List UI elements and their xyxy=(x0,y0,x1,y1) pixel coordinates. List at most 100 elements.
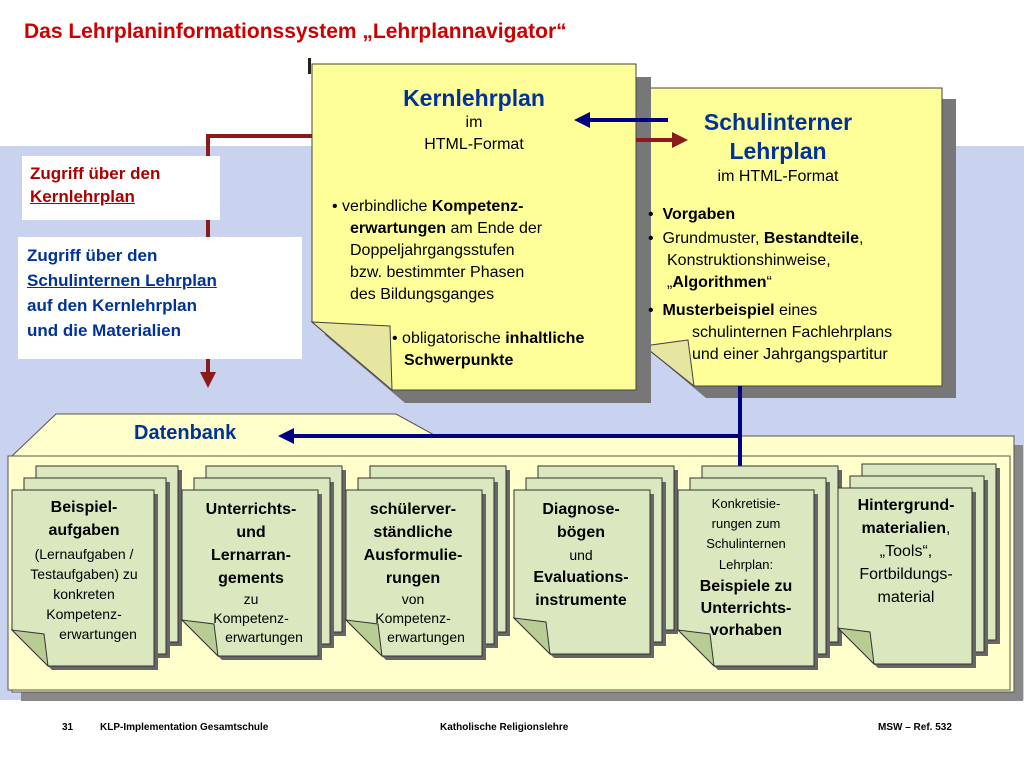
sb2-qopen: „ xyxy=(667,274,673,291)
sb3-line3: und einer Jahrgangspartitur xyxy=(692,346,888,363)
stack6-l2: materialien xyxy=(861,520,947,537)
footer-page-number: 31 xyxy=(62,722,74,733)
kb1-bold1: Kompetenz- xyxy=(431,198,524,215)
stack5-l1: Konkretisie- xyxy=(711,496,781,511)
stack-diagnose-text: Diagnose- bögen und Evaluations- instrum… xyxy=(516,498,646,612)
stack4-l1: Diagnose- xyxy=(542,501,620,518)
stack1-l3: (Lernaufgaben / xyxy=(34,546,134,562)
sb2-bold: Bestandteile xyxy=(763,230,860,247)
stack-unterricht-page xyxy=(181,489,319,657)
stack-unterricht-text: Unterrichts- und Lernarran- gements zu K… xyxy=(184,498,318,647)
kernlehrplan-header: Kernlehrplan im HTML-Format xyxy=(312,84,636,156)
stack5-l4: Lehrplan: xyxy=(718,557,774,572)
stack3-l1: schülerver- xyxy=(369,501,457,518)
kernlehrplan-note xyxy=(308,58,651,403)
schulintern-note xyxy=(642,87,956,398)
access-schulintern-box: Zugriff über den Schulinternen Lehrplan … xyxy=(18,237,302,359)
stack5-l6: Unterrichts- xyxy=(700,600,792,617)
sb1-bold: Vorgaben xyxy=(662,206,736,223)
kb1-line5: des Bildungsganges xyxy=(350,286,495,303)
stack1-l5: konkreten xyxy=(53,586,115,602)
stack-diagnose xyxy=(512,465,678,658)
stack-beispielaufgaben xyxy=(10,465,182,670)
stack5-l7: vorhaben xyxy=(709,622,782,639)
stack2-l4: gements xyxy=(218,570,284,587)
stack5-l2: rungen zum xyxy=(711,516,781,531)
access-kernlehrplan-line1: Zugriff über den xyxy=(30,164,161,183)
page-title: Das Lehrplaninformationssystem „Lehrplan… xyxy=(24,20,567,43)
schulintern-bullets: • Vorgaben • Grundmuster, Bestandteile, … xyxy=(648,204,944,366)
stack2-l2: und xyxy=(236,524,266,541)
kernlehrplan-sub2: HTML-Format xyxy=(424,136,524,153)
footer-left: KLP-Implementation Gesamtschule xyxy=(100,722,269,733)
stack4-l2: bögen xyxy=(557,524,605,541)
kb1-line4: bzw. bestimmter Phasen xyxy=(350,264,525,281)
footer: 31 KLP-Implementation Gesamtschule Katho… xyxy=(0,722,1024,742)
stack2-l5: zu xyxy=(243,591,259,607)
access-schulintern-line1: Zugriff über den xyxy=(27,246,158,265)
stack3-l4: rungen xyxy=(385,570,441,587)
datenbank-label: Datenbank xyxy=(134,422,237,444)
stack3-l7: erwartungen xyxy=(387,629,465,645)
stack1-l1: Beispiel- xyxy=(50,499,118,516)
stack-konkretisierungen-page xyxy=(677,489,815,667)
stack2-l1: Unterrichts- xyxy=(205,501,297,518)
access-kernlehrplan-box: Zugriff über den Kernlehrplan xyxy=(22,156,220,220)
access-schulintern-line4: und die Materialien xyxy=(27,321,181,340)
kernlehrplan-bullet1: • verbindliche Kompetenz- erwartungen am… xyxy=(332,196,632,306)
stack-schuelerverst-page xyxy=(345,489,483,657)
stack2-l7: erwartungen xyxy=(225,629,303,645)
stack5-l3: Schulinternen xyxy=(706,536,786,551)
stack-diagnose-page xyxy=(513,489,651,655)
sb3-bold: Musterbeispiel xyxy=(662,302,775,319)
sb3-line2: schulinternen Fachlehrplans xyxy=(692,324,893,341)
stack6-l5: material xyxy=(877,589,935,606)
schulintern-sub: im HTML-Format xyxy=(717,168,839,185)
kb2-plain: obligatorische xyxy=(402,330,506,347)
stack4-l3: und xyxy=(569,547,593,563)
stack-unterricht xyxy=(180,465,346,660)
sb2-line2: Konstruktionshinweise, xyxy=(667,252,831,269)
kb1-plain1: verbindliche xyxy=(342,198,432,215)
stack6-l4: Fortbildungs- xyxy=(859,566,953,583)
kb2-bold2: Schwerpunkte xyxy=(404,352,514,369)
stack5-l5: Beispiele zu xyxy=(699,578,793,595)
stack-konkretisierungen xyxy=(676,465,842,670)
sb2-plain2: , xyxy=(859,230,864,247)
stack4-l4: Evaluations- xyxy=(533,569,629,586)
stack3-l6: Kompetenz- xyxy=(375,610,451,626)
kernlehrplan-heading: Kernlehrplan xyxy=(403,85,545,111)
stack2-l6: Kompetenz- xyxy=(213,610,289,626)
sb3-plain: eines xyxy=(774,302,818,319)
stack3-l3: Ausformulie- xyxy=(363,547,463,564)
stack1-l2: aufgaben xyxy=(48,522,120,539)
stack-hintergrund xyxy=(836,463,1000,668)
kb1-plain2: am Ende der xyxy=(446,220,543,237)
kb1-bold2: erwartungen xyxy=(350,220,447,237)
access-kernlehrplan-link[interactable]: Kernlehrplan xyxy=(30,187,135,206)
stack-beispielaufgaben-text: Beispiel- aufgaben (Lernaufgaben / Testa… xyxy=(14,496,154,644)
access-schulintern-link[interactable]: Schulinternen Lehrplan xyxy=(27,271,217,290)
stack-konkretisierungen-text: Konkretisie- rungen zum Schulinternen Le… xyxy=(680,494,812,642)
schulintern-heading1: Schulinterner xyxy=(703,109,853,135)
footer-center: Katholische Religionslehre xyxy=(440,722,569,733)
sb2-plain1: Grundmuster, xyxy=(662,230,764,247)
stack-schuelerverst-text: schülerver- ständliche Ausformulie- rung… xyxy=(346,498,480,647)
stack2-l3: Lernarran- xyxy=(210,547,292,564)
footer-right: MSW – Ref. 532 xyxy=(878,722,952,733)
stack-hintergrund-text: Hintergrund- materialien, „Tools“, Fortb… xyxy=(840,494,972,609)
stack6-l1: Hintergrund- xyxy=(857,497,955,514)
stack-hintergrund-page xyxy=(837,487,973,665)
stack6-l2b: , xyxy=(946,520,951,537)
kb1-line3: Doppeljahrgangsstufen xyxy=(350,242,515,259)
schulintern-heading2: Lehrplan xyxy=(729,138,827,164)
stack1-l6: Kompetenz- xyxy=(46,606,122,622)
stack6-l3: „Tools“, xyxy=(879,543,933,560)
kernlehrplan-bullet2: • obligatorische inhaltliche Schwerpunkt… xyxy=(392,330,585,369)
schulintern-header: Schulinterner Lehrplan im HTML-Format xyxy=(680,108,876,187)
sb2-bold2: Algorithmen xyxy=(672,274,767,291)
access-schulintern-line3: auf den Kernlehrplan xyxy=(27,296,198,315)
kernlehrplan-sub1: im xyxy=(465,114,483,131)
stack4-l5: instrumente xyxy=(535,592,627,609)
